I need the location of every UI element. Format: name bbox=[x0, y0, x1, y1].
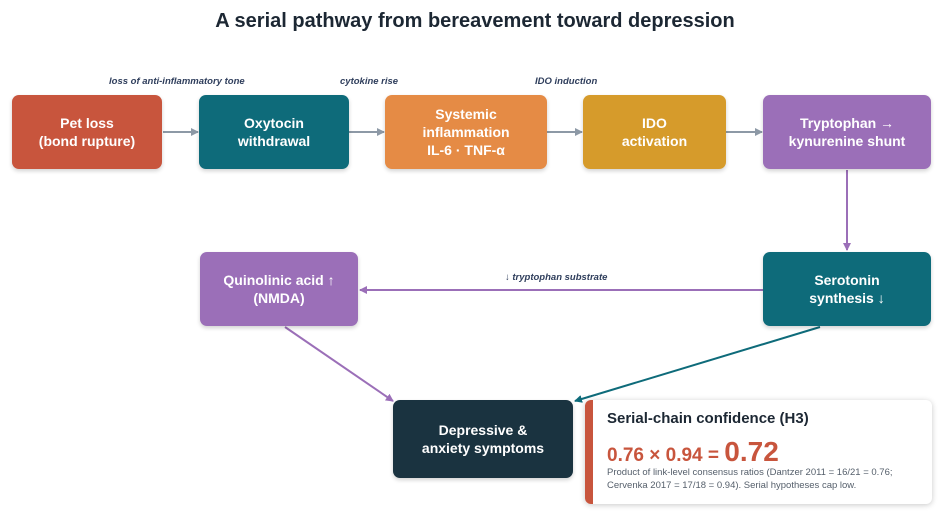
node-pet-loss: Pet loss (bond rupture) bbox=[12, 95, 162, 169]
edge-serotonin-depression bbox=[574, 326, 821, 403]
node-systemic-inflammation: Systemic inflammation IL-6 · TNF-α bbox=[385, 95, 547, 169]
confidence-equation: 0.76 × 0.94 = 0.72 bbox=[607, 436, 779, 468]
node-depressive-symptoms: Depressive & anxiety symptoms bbox=[393, 400, 573, 478]
edge-label-substrate: ↓ tryptophan substrate bbox=[505, 272, 608, 283]
node-serotonin-synthesis: Serotonin synthesis ↓ bbox=[763, 252, 931, 326]
edge-label-cytokine: cytokine rise bbox=[340, 76, 399, 87]
edge-label-anti-inflammatory: loss of anti-inflammatory tone bbox=[109, 76, 245, 87]
confidence-card: Serial-chain confidence (H3) 0.76 × 0.94… bbox=[585, 400, 932, 504]
node-oxytocin-withdrawal: Oxytocin withdrawal bbox=[199, 95, 349, 169]
node-ido-activation: IDO activation bbox=[583, 95, 726, 169]
node-quinolinic-acid: Quinolinic acid ↑ (NMDA) bbox=[200, 252, 358, 326]
confidence-note: Product of link-level consensus ratios (… bbox=[607, 467, 893, 491]
confidence-result: 0.72 bbox=[724, 436, 779, 467]
edge-label-ido-induction: IDO induction bbox=[535, 76, 598, 87]
confidence-equation-terms: 0.76 × 0.94 = bbox=[607, 445, 725, 466]
confidence-accent-bar bbox=[585, 400, 593, 504]
confidence-title: Serial-chain confidence (H3) bbox=[607, 410, 809, 427]
node-tryptophan-shunt: Tryptophan → kynurenine shunt bbox=[763, 95, 931, 169]
diagram-title: A serial pathway from bereavement toward… bbox=[215, 10, 735, 32]
edge-quinolinic-depression bbox=[284, 326, 394, 402]
